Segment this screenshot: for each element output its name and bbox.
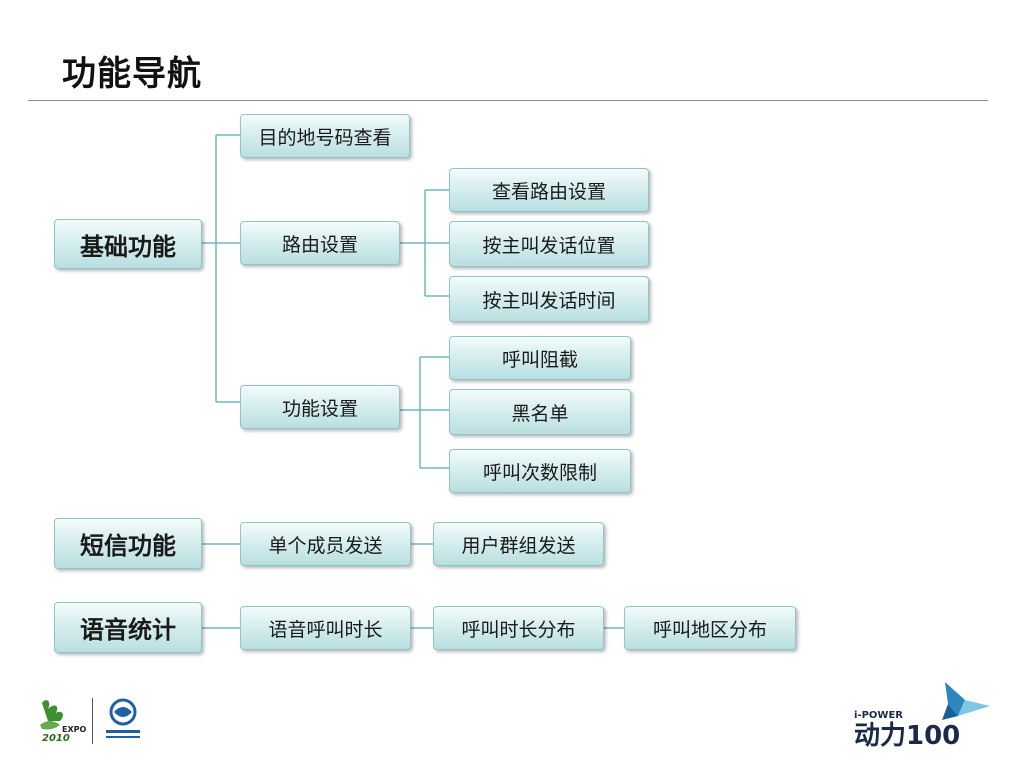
china-mobile-icon [106,698,140,738]
title-divider [28,100,988,101]
node-call-duration-distribution: 呼叫时长分布 [433,606,604,650]
node-route-by-caller-location: 按主叫发话位置 [449,221,649,267]
node-user-group-send: 用户群组发送 [433,522,604,566]
node-call-count-limit: 呼叫次数限制 [449,449,631,493]
node-basic-functions: 基础功能 [54,219,202,269]
ipower-origami-bird-icon: i-POWER 动力100 [854,682,990,751]
china-mobile-logo [100,698,146,746]
node-sms-functions: 短信功能 [54,518,202,569]
node-call-block: 呼叫阻截 [449,336,631,380]
node-dest-number-lookup: 目的地号码查看 [240,114,410,158]
node-single-member-send: 单个成员发送 [240,522,411,566]
expo-year: 2010 [42,733,70,744]
page-title: 功能导航 [62,54,202,94]
node-function-settings: 功能设置 [240,385,400,429]
expo-2010-logo: EXPO 2010 [34,695,86,747]
ipower-dongli100-logo: i-POWER 动力100 [850,680,995,752]
ipower-text: i-POWER [854,710,903,721]
expo-text: EXPO [62,725,86,734]
node-blacklist: 黑名单 [449,389,631,435]
node-voice-stats: 语音统计 [54,602,202,653]
node-view-route-settings: 查看路由设置 [449,168,649,212]
node-route-settings: 路由设置 [240,221,400,265]
logo-divider [92,698,93,744]
expo-mascot-icon: EXPO 2010 [40,700,86,744]
node-voice-call-duration: 语音呼叫时长 [240,606,411,650]
node-call-region-distribution: 呼叫地区分布 [624,606,796,650]
node-route-by-caller-time: 按主叫发话时间 [449,276,649,322]
brand-text: 动力100 [854,721,960,751]
